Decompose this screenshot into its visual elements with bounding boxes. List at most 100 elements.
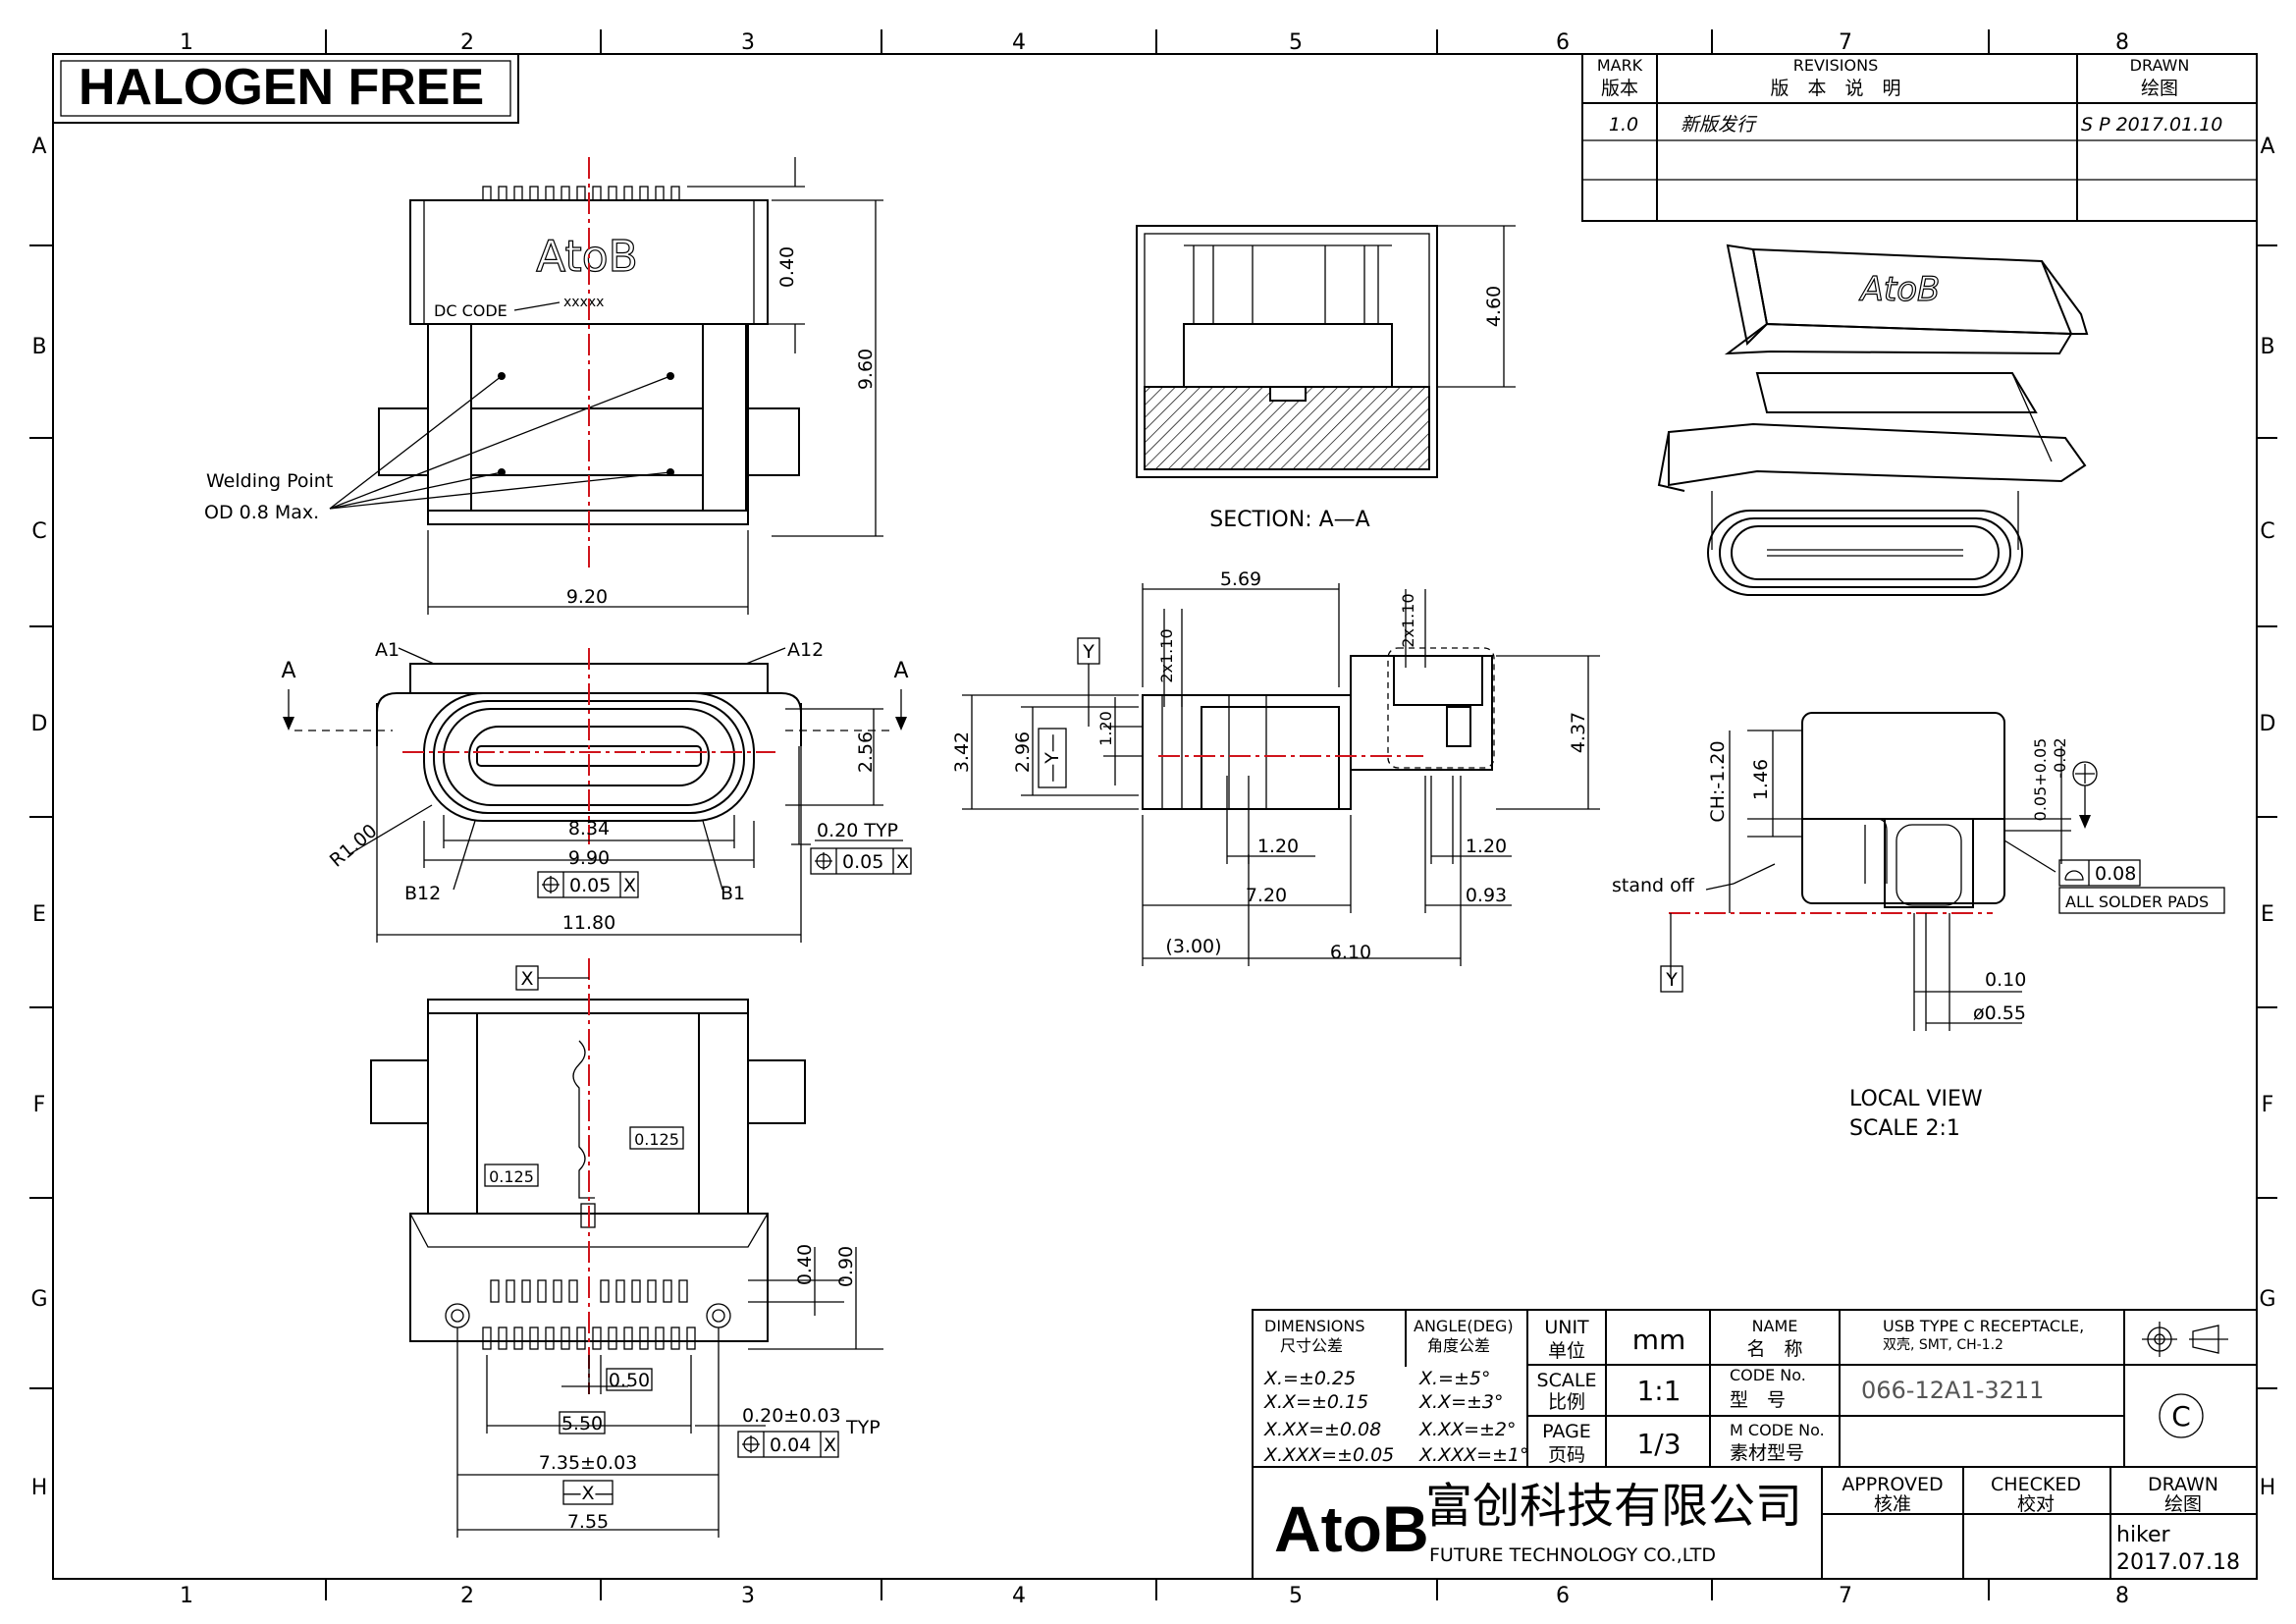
dim-1-20: 1.20: [1466, 836, 1507, 857]
datum-y-frame: —Y—: [1041, 733, 1063, 783]
iso-logo: AtoB: [1859, 270, 1941, 309]
tol-datum: X: [623, 875, 636, 896]
tb-approved: APPROVED: [1842, 1474, 1943, 1495]
tol-value: 0.04: [770, 1435, 811, 1456]
tb-tol: X.=±0.25: [1263, 1368, 1356, 1389]
dim-11-80: 11.80: [562, 912, 615, 934]
rev-mark: 1.0: [1609, 114, 1638, 135]
tb-copyright: C: [2171, 1400, 2191, 1433]
tb-drawn-cn: 绘图: [2164, 1493, 2202, 1515]
pin-b12: B12: [404, 883, 441, 904]
dim-0-90: 0.90: [835, 1246, 857, 1287]
row-label: E: [2261, 902, 2274, 927]
tb-code-val: 066-12A1-3211: [1861, 1377, 2044, 1404]
col-label: 5: [1289, 1584, 1303, 1608]
flatness-frame: [2058, 859, 2225, 914]
row-label: F: [33, 1093, 46, 1117]
tb-angle-cn: 角度公差: [1427, 1336, 1490, 1355]
col-label: 4: [1012, 30, 1026, 55]
tb-unit: UNIT: [1544, 1317, 1589, 1338]
dim-2-56: 2.56: [855, 731, 877, 773]
tol-value: 0.05: [569, 875, 611, 896]
col-label: 4: [1012, 1584, 1026, 1608]
col-label: 8: [2115, 30, 2129, 55]
dc-code-value: xxxxx: [563, 295, 604, 310]
dim-1-20: 1.20: [1096, 711, 1115, 746]
dim-1-46: 1.46: [1750, 759, 1772, 800]
dim-9-60: 9.60: [855, 349, 877, 390]
dim-5-69: 5.69: [1220, 568, 1261, 590]
row-label: B: [2260, 335, 2274, 359]
row-label: C: [2260, 519, 2274, 544]
tb-angle: ANGLE(DEG): [1414, 1317, 1514, 1335]
dim-7-55: 7.55: [567, 1511, 609, 1533]
tb-ang: X.=±5°: [1418, 1368, 1490, 1389]
dim-typ: TYP: [845, 1417, 881, 1438]
top-pins: [482, 186, 680, 201]
col-label: 5: [1289, 30, 1303, 55]
dc-code-label: DC CODE: [434, 301, 507, 320]
dim-9-90: 9.90: [568, 847, 610, 869]
col-label: 7: [1839, 30, 1852, 55]
halogen-free-badge: HALOGEN FREE: [52, 53, 519, 124]
col-label: 8: [2115, 1584, 2129, 1608]
front-view: A A A1 A12 R1.00 B12 B1 8.34: [281, 639, 912, 943]
tb-tol: X.XX=±0.08: [1263, 1419, 1381, 1440]
rev-header: 版 本 说 明: [1770, 78, 1900, 99]
tb-drawn: DRAWN: [2148, 1474, 2218, 1495]
title-block: DIMENSIONS 尺寸公差 ANGLE(DEG) 角度公差 X.=±0.25…: [1252, 1309, 2258, 1580]
row-label: C: [31, 519, 46, 544]
dim-phi-0-55: ø0.55: [1973, 1002, 2026, 1024]
section-letter: A: [893, 659, 908, 683]
rev-header: 绘图: [2141, 78, 2178, 99]
dim-0-40: 0.40: [794, 1244, 816, 1285]
datum-y: Y: [1082, 641, 1095, 663]
weld-label-2: OD 0.8 Max.: [204, 502, 319, 523]
rev-desc: 新版发行: [1681, 114, 1758, 135]
row-label: A: [2260, 135, 2274, 159]
dim-9-20: 9.20: [566, 586, 608, 608]
rev-header: 版本: [1601, 78, 1638, 99]
tb-unit-cn: 单位: [1548, 1340, 1585, 1362]
tol-value: 0.05: [842, 851, 883, 873]
local-view: CH:-1.20 1.46 0.05+0.05 -0.02 stand off …: [1612, 712, 2225, 1141]
tb-tol: X.X=±0.15: [1263, 1391, 1368, 1413]
tb-name: NAME: [1752, 1317, 1798, 1335]
pin-a1: A1: [375, 639, 400, 661]
tb-code: CODE No.: [1730, 1366, 1806, 1384]
dim-3-00: (3.00): [1165, 936, 1221, 957]
tb-name-val: 双壳, SMT, CH-1.2: [1883, 1336, 2003, 1353]
tol-datum: X: [824, 1435, 836, 1456]
tb-scale-cn: 比例: [1548, 1391, 1585, 1413]
dim-4-37: 4.37: [1568, 712, 1589, 753]
col-label: 6: [1556, 30, 1570, 55]
tb-name-val: USB TYPE C RECEPTACLE,: [1883, 1317, 2084, 1335]
rev-header: DRAWN: [2130, 56, 2190, 75]
dim-0-20-pm: 0.20±0.03: [742, 1405, 841, 1427]
side-view: Y —Y— 5.69: [951, 568, 1600, 966]
position-tolerance-frame: [810, 847, 912, 875]
col-label: 2: [460, 1584, 474, 1608]
dim-7-20: 7.20: [1246, 885, 1287, 906]
dim-0-40: 0.40: [776, 246, 798, 288]
projection-symbol: [2142, 1322, 2228, 1357]
section-letter: A: [281, 659, 295, 683]
row-label: B: [31, 335, 46, 359]
tb-ang: X.XX=±2°: [1418, 1419, 1517, 1440]
col-label: 1: [180, 30, 193, 55]
dim-0-10: 0.10: [1985, 969, 2026, 991]
dim-r1-00: R1.00: [326, 820, 382, 872]
dim-4-60: 4.60: [1483, 286, 1505, 327]
tb-drawn-date: 2017.07.18: [2116, 1550, 2240, 1575]
tb-tol: X.XXX=±0.05: [1263, 1444, 1394, 1466]
pin-a12: A12: [787, 639, 824, 661]
row-label: E: [32, 902, 46, 927]
dim-6-10: 6.10: [1330, 942, 1371, 963]
rev-drawn: S P 2017.01.10: [2081, 114, 2222, 135]
col-label: 1: [180, 1584, 193, 1608]
col-label: 7: [1839, 1584, 1852, 1608]
dim-0-93: 0.93: [1466, 885, 1507, 906]
tb-dims-cn: 尺寸公差: [1280, 1336, 1343, 1355]
tb-mcode: M CODE No.: [1730, 1421, 1825, 1439]
